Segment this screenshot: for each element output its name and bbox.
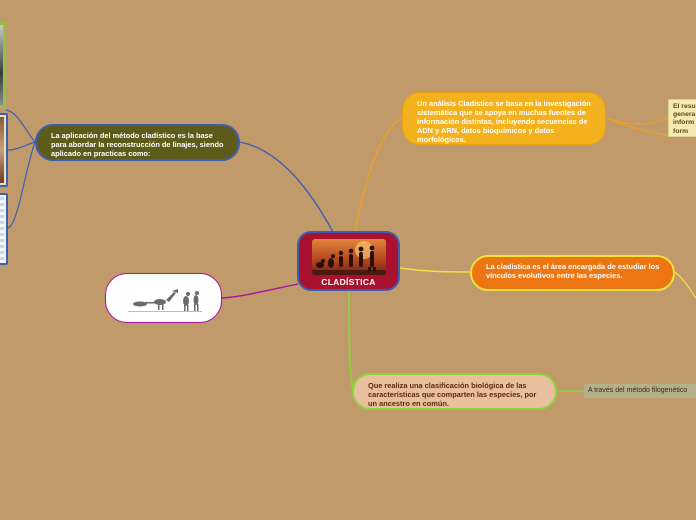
link-central-image bbox=[221, 283, 299, 299]
link-left-edge-2 bbox=[7, 141, 36, 151]
link-central-left bbox=[239, 141, 334, 233]
node-analysis-text: Un análisis Cladístico se basa en la inv… bbox=[417, 99, 591, 144]
link-central-bottom bbox=[348, 290, 354, 391]
node-definition-text: La cladística es el área encargada de es… bbox=[486, 262, 660, 280]
node-result-text: El resu genera inform en form bbox=[673, 103, 696, 135]
node-phylogenetic-method[interactable]: A través del método filogenético bbox=[584, 384, 696, 398]
node-application-text: La aplicación del método cladístico es l… bbox=[51, 131, 224, 158]
node-phylogenetic-text: A través del método filogenético bbox=[588, 387, 688, 394]
node-result-partial[interactable]: El resu genera inform en form bbox=[668, 99, 696, 137]
left-edge-image-2[interactable] bbox=[0, 113, 8, 187]
left-edge-image-1[interactable] bbox=[0, 22, 6, 108]
node-definition[interactable]: La cladística es el área encargada de es… bbox=[470, 255, 675, 291]
central-title: CLADÍSTICA bbox=[321, 277, 376, 287]
left-edge-image-3[interactable] bbox=[0, 193, 8, 265]
link-top-right-2 bbox=[605, 117, 669, 137]
link-middle-right bbox=[674, 271, 696, 299]
node-dinosaur-image[interactable] bbox=[105, 273, 222, 323]
node-classification[interactable]: Que realiza una clasificación biológica … bbox=[352, 373, 557, 410]
link-left-edge-1 bbox=[5, 109, 36, 143]
link-central-middle bbox=[399, 267, 471, 273]
node-analysis[interactable]: Un análisis Cladístico se basa en la inv… bbox=[402, 92, 606, 145]
dinosaur-evolution-icon bbox=[128, 289, 202, 312]
central-topic[interactable]: CLADÍSTICA bbox=[297, 231, 400, 291]
link-left-edge-3 bbox=[7, 141, 36, 229]
node-classification-text: Que realiza una clasificación biológica … bbox=[368, 381, 537, 408]
node-application[interactable]: La aplicación del método cladístico es l… bbox=[35, 124, 240, 161]
human-evolution-icon bbox=[312, 239, 386, 275]
link-central-top bbox=[354, 117, 403, 233]
